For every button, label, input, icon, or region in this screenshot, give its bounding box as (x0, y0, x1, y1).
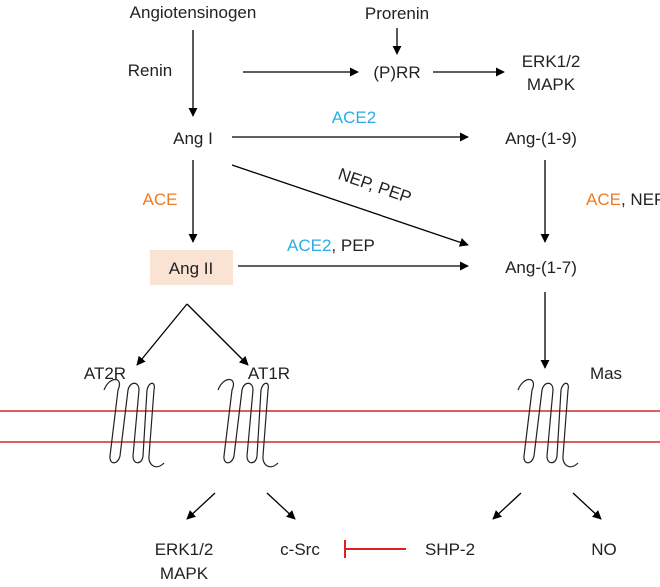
node-ang-1-9: Ang-(1-9) (505, 129, 577, 148)
node-mas: Mas (590, 364, 622, 383)
node-shp-2: SHP-2 (425, 540, 475, 559)
arrow-at1r-to-c-src (266, 492, 296, 520)
node-at1r: AT1R (248, 364, 290, 383)
receptor-coil (103, 378, 165, 468)
node-erk-bottom-line1: ERK1/2 (155, 540, 214, 559)
node-renin: Renin (128, 61, 172, 80)
arrow-mas-to-shp-2 (492, 492, 522, 520)
node-ang-i: Ang I (173, 129, 213, 148)
arrow-at1r-to-erk (186, 492, 216, 520)
node-prr: (P)RR (373, 63, 420, 82)
enzyme-ace2-pep-bottom: ACE2, PEP (287, 236, 375, 255)
enzyme-nep-pep: NEP, PEP (336, 164, 414, 207)
enzyme-ace-nep-right: ACE, NEP (586, 190, 660, 209)
enzyme-ace2-top: ACE2 (332, 108, 376, 127)
enzyme-ace-left: ACE (143, 190, 178, 209)
enzyme-pep-bottom: , PEP (331, 236, 374, 255)
node-ang-ii: Ang II (169, 259, 213, 278)
pathway-arrows (136, 28, 602, 520)
node-erk-top-line2: MAPK (527, 75, 576, 94)
arrow-mas-to-no (572, 492, 602, 520)
receptor-at2r-icon (103, 378, 165, 468)
receptor-at1r-icon (217, 378, 279, 468)
ang-ii-highlight-box (150, 250, 233, 285)
receptor-mas-icon (517, 378, 579, 468)
arrow-ang-ii-to-at1r (186, 303, 249, 366)
arrow-ang-i-to-ang-1-7 (231, 164, 469, 247)
node-angiotensinogen: Angiotensinogen (130, 3, 257, 22)
node-ang-1-7: Ang-(1-7) (505, 258, 577, 277)
node-erk-bottom-line2: MAPK (160, 564, 209, 583)
arrow-ang-ii-to-at2r (136, 303, 188, 366)
node-c-src: c-Src (280, 540, 320, 559)
enzyme-ace-right: ACE (586, 190, 621, 209)
enzyme-nep-right: , NEP (621, 190, 660, 209)
receptor-coil (217, 378, 279, 468)
node-at2r: AT2R (84, 364, 126, 383)
inhibition-shp-2-to-c-src (344, 540, 406, 558)
receptor-coil (517, 378, 579, 468)
enzyme-ace2-bottom: ACE2 (287, 236, 331, 255)
node-no: NO (591, 540, 617, 559)
node-prorenin: Prorenin (365, 4, 429, 23)
node-erk-top-line1: ERK1/2 (522, 52, 581, 71)
